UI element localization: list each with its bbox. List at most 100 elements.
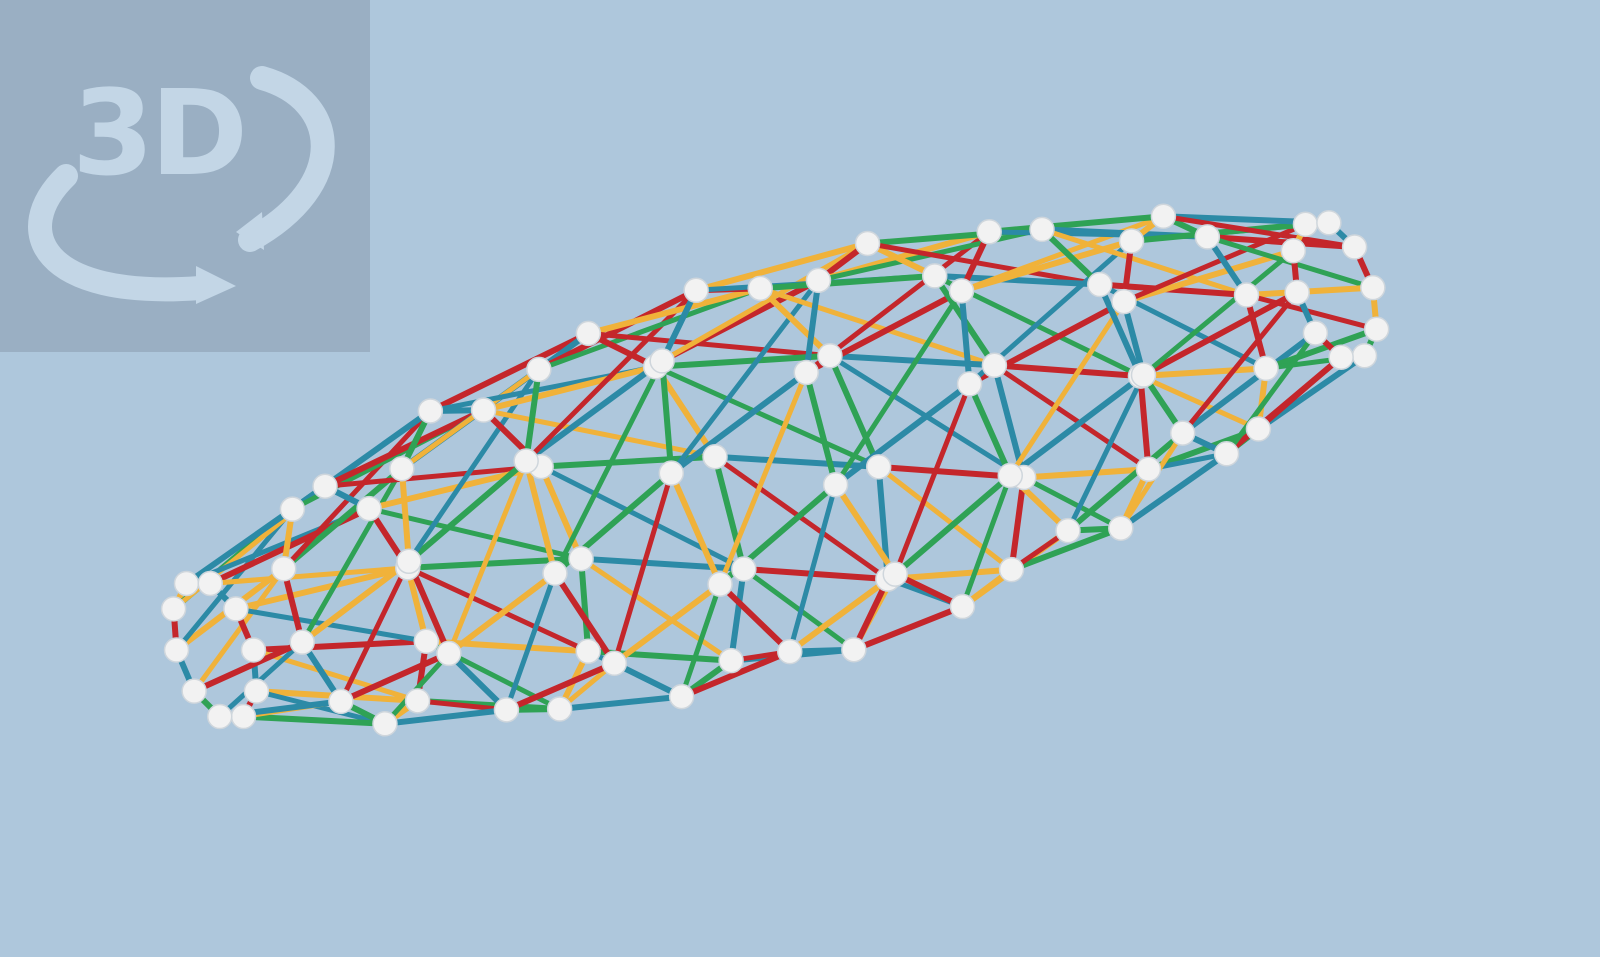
strut <box>958 287 973 387</box>
strut <box>405 565 591 654</box>
strut <box>757 285 833 359</box>
node-ball <box>181 678 207 704</box>
strut <box>832 380 973 488</box>
strut <box>232 564 411 612</box>
rotate-3d-icon <box>28 66 335 304</box>
node-ball <box>356 495 382 522</box>
strut <box>415 698 509 713</box>
node-ball <box>1150 203 1177 230</box>
strut <box>959 473 1013 610</box>
node-ball <box>206 703 233 730</box>
node-ball <box>601 650 628 676</box>
node-ball <box>243 678 270 704</box>
node-layer <box>160 203 1390 737</box>
strut <box>445 570 558 657</box>
node-ball <box>981 352 1008 379</box>
strut <box>1140 248 1296 378</box>
node-ball <box>649 348 675 374</box>
node-ball <box>240 637 267 663</box>
strut <box>757 272 938 292</box>
node-ball <box>1118 228 1145 254</box>
node-ball <box>1130 362 1157 388</box>
strut <box>585 285 764 337</box>
strut <box>865 240 1103 287</box>
node-ball <box>707 571 733 597</box>
node-ball <box>1111 288 1137 315</box>
strut <box>535 287 700 373</box>
node-ball <box>921 263 948 289</box>
strut <box>653 364 882 470</box>
strut <box>693 240 871 294</box>
strut <box>1008 525 1124 573</box>
strut <box>712 453 747 572</box>
strut <box>578 556 734 664</box>
strut <box>446 458 529 656</box>
node-ball <box>470 397 497 423</box>
strut <box>991 362 1151 472</box>
node-ball <box>683 277 709 304</box>
strut <box>892 472 1014 578</box>
strut <box>892 381 973 577</box>
strut <box>1120 247 1297 305</box>
strut <box>832 481 899 578</box>
strut <box>1020 466 1152 481</box>
node-ball <box>1351 343 1378 369</box>
node-ball <box>854 230 881 257</box>
strut <box>717 369 809 587</box>
node-ball <box>817 343 843 369</box>
node-ball <box>1292 211 1319 237</box>
node-ball <box>1316 210 1342 236</box>
strut <box>538 463 585 562</box>
node-ball <box>1194 224 1221 250</box>
strut <box>503 570 558 713</box>
strut <box>1224 330 1318 457</box>
strut <box>1039 226 1250 298</box>
strut <box>787 482 839 655</box>
node-ball <box>396 548 422 575</box>
node-ball <box>702 443 728 470</box>
strut <box>1096 281 1144 380</box>
node-ball <box>1302 320 1329 346</box>
strut <box>850 576 891 653</box>
strut <box>233 606 429 644</box>
node-ball <box>546 696 573 722</box>
node-ball <box>230 703 257 730</box>
node-ball <box>793 359 820 386</box>
strut <box>1007 299 1127 479</box>
node-ball <box>1135 456 1162 482</box>
node-ball <box>160 596 187 622</box>
strut <box>240 713 388 727</box>
strut <box>1137 365 1270 380</box>
node-ball <box>976 219 1002 245</box>
strut <box>678 648 793 700</box>
strut <box>1179 329 1319 437</box>
strut <box>1007 371 1147 479</box>
strut <box>585 330 833 359</box>
strut <box>850 603 966 653</box>
strut <box>659 287 700 364</box>
strut <box>1065 372 1146 534</box>
strut <box>803 369 839 488</box>
strut <box>250 638 430 653</box>
view-mode-3d-badge[interactable]: 3D <box>0 0 370 352</box>
strut <box>803 277 822 376</box>
strut <box>786 571 899 655</box>
strut <box>668 369 810 477</box>
node-ball <box>542 560 568 587</box>
strut <box>679 581 723 700</box>
node-ball <box>949 593 976 620</box>
strut <box>556 693 685 713</box>
node-ball <box>312 473 338 499</box>
node-ball <box>493 697 520 723</box>
node-ball <box>668 683 695 710</box>
strut <box>611 470 674 666</box>
node-ball <box>1284 279 1310 306</box>
strut <box>991 362 1144 380</box>
node-ball <box>413 628 440 654</box>
strut <box>523 458 558 577</box>
strut <box>659 240 871 364</box>
strut <box>659 357 675 477</box>
strut <box>523 366 542 465</box>
